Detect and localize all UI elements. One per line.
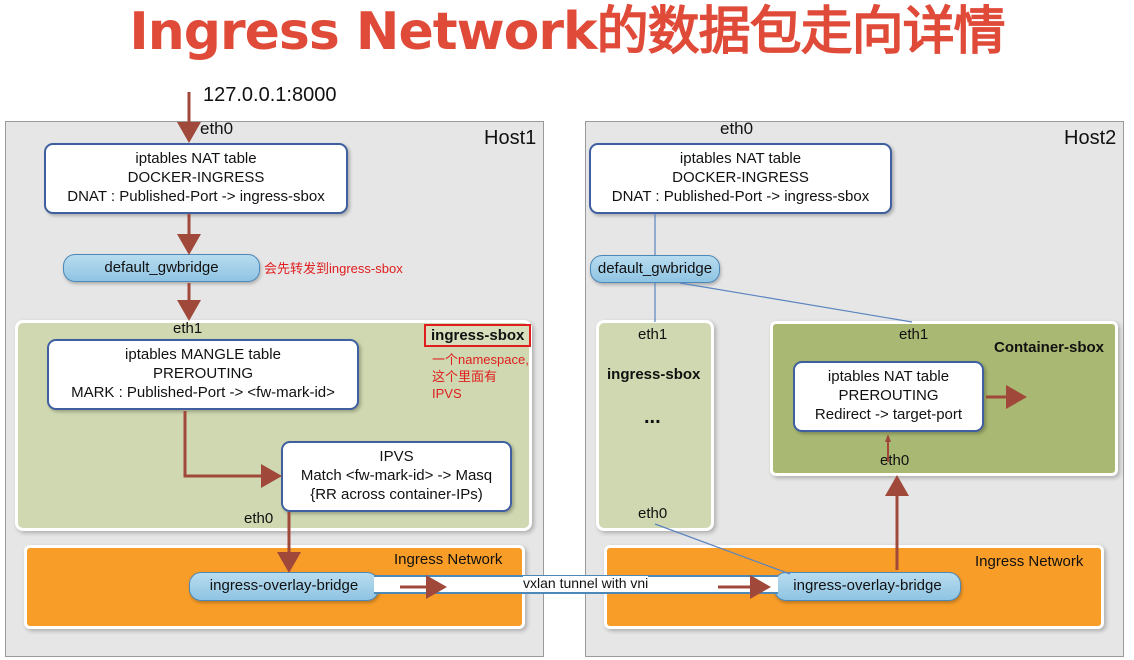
host2-gwbridge: default_gwbridge bbox=[590, 255, 720, 283]
container-sbox-label: Container-sbox bbox=[994, 339, 1105, 356]
container-nat-line3: Redirect -> target-port bbox=[814, 406, 963, 423]
host1-ipvs-box: IPVS Match <fw-mark-id> -> Masq {RR acro… bbox=[281, 441, 512, 512]
line-sbox-to-overlay bbox=[654, 523, 791, 575]
host1-label: Host1 bbox=[484, 127, 537, 149]
ipvs-line3: {RR across container-IPs) bbox=[310, 486, 483, 503]
ipvs-line1: IPVS bbox=[379, 448, 414, 465]
mangle-line3: MARK : Published-Port -> <fw-mark-id> bbox=[71, 384, 335, 401]
host1-ingress-network-label: Ingress Network bbox=[394, 551, 503, 568]
sbox-note-line1: 一个namespace, bbox=[432, 352, 529, 367]
host2-nat-line2: DOCKER-INGRESS bbox=[672, 169, 809, 186]
host2-ingress-sbox-panel bbox=[596, 320, 714, 531]
container-sbox-eth1-label: eth1 bbox=[899, 326, 929, 343]
gwbridge-note: 会先转发到ingress-sbox bbox=[264, 261, 403, 276]
arrow-mangle-to-ipvs bbox=[183, 411, 282, 488]
host2-sbox-eth0-label: eth0 bbox=[638, 505, 668, 522]
host1-nat-line2: DOCKER-INGRESS bbox=[127, 169, 265, 186]
host2-nat-line1: iptables NAT table bbox=[679, 150, 802, 167]
host1-sbox-eth0-label: eth0 bbox=[244, 510, 274, 527]
sbox-note-line3: IPVS bbox=[432, 386, 462, 401]
host2-sbox-eth1-label: eth1 bbox=[638, 326, 668, 343]
container-nat-line1: iptables NAT table bbox=[827, 368, 950, 385]
host1-mangle-table-box: iptables MANGLE table PREROUTING MARK : … bbox=[47, 339, 359, 410]
line-gwbridge-container bbox=[679, 282, 913, 323]
entry-address: 127.0.0.1:8000 bbox=[203, 84, 337, 106]
host1-gwbridge: default_gwbridge bbox=[63, 254, 260, 282]
host2-eth0-label: eth0 bbox=[720, 119, 754, 138]
sbox-note: 一个namespace, 这个里面有 IPVS bbox=[432, 351, 529, 402]
sbox-note-line2: 这个里面有 bbox=[432, 369, 498, 384]
host1-nat-line3: DNAT : Published-Port -> ingress-sbox bbox=[67, 188, 325, 205]
container-nat-table-box: iptables NAT table PREROUTING Redirect -… bbox=[793, 361, 984, 432]
host1-sbox-label: ingress-sbox bbox=[424, 324, 532, 347]
mangle-line1: iptables MANGLE table bbox=[125, 346, 281, 363]
host2-nat-line3: DNAT : Published-Port -> ingress-sbox bbox=[611, 188, 870, 205]
host2-nat-table-box: iptables NAT table DOCKER-INGRESS DNAT :… bbox=[589, 143, 892, 214]
host1-nat-table-box: iptables NAT table DOCKER-INGRESS DNAT :… bbox=[44, 143, 348, 214]
host1-eth0-label: eth0 bbox=[200, 119, 234, 138]
container-nat-line2: PREROUTING bbox=[838, 387, 939, 404]
ipvs-line2: Match <fw-mark-id> -> Masq bbox=[300, 467, 493, 484]
page-title: Ingress Network的数据包走向详情 bbox=[129, 2, 1005, 62]
host2-label: Host2 bbox=[1064, 127, 1117, 149]
host2-overlay-bridge: ingress-overlay-bridge bbox=[774, 572, 961, 601]
host1-nat-line1: iptables NAT table bbox=[135, 150, 257, 167]
host2-ingress-network-label: Ingress Network bbox=[975, 553, 1084, 570]
host1-sbox-eth1-label: eth1 bbox=[173, 320, 203, 337]
host2-sbox-dots: ... bbox=[644, 406, 661, 428]
vxlan-tunnel-label: vxlan tunnel with vni bbox=[523, 575, 649, 591]
host1-overlay-bridge: ingress-overlay-bridge bbox=[189, 572, 379, 601]
mangle-line2: PREROUTING bbox=[152, 365, 253, 382]
host2-sbox-label: ingress-sbox bbox=[607, 366, 701, 383]
